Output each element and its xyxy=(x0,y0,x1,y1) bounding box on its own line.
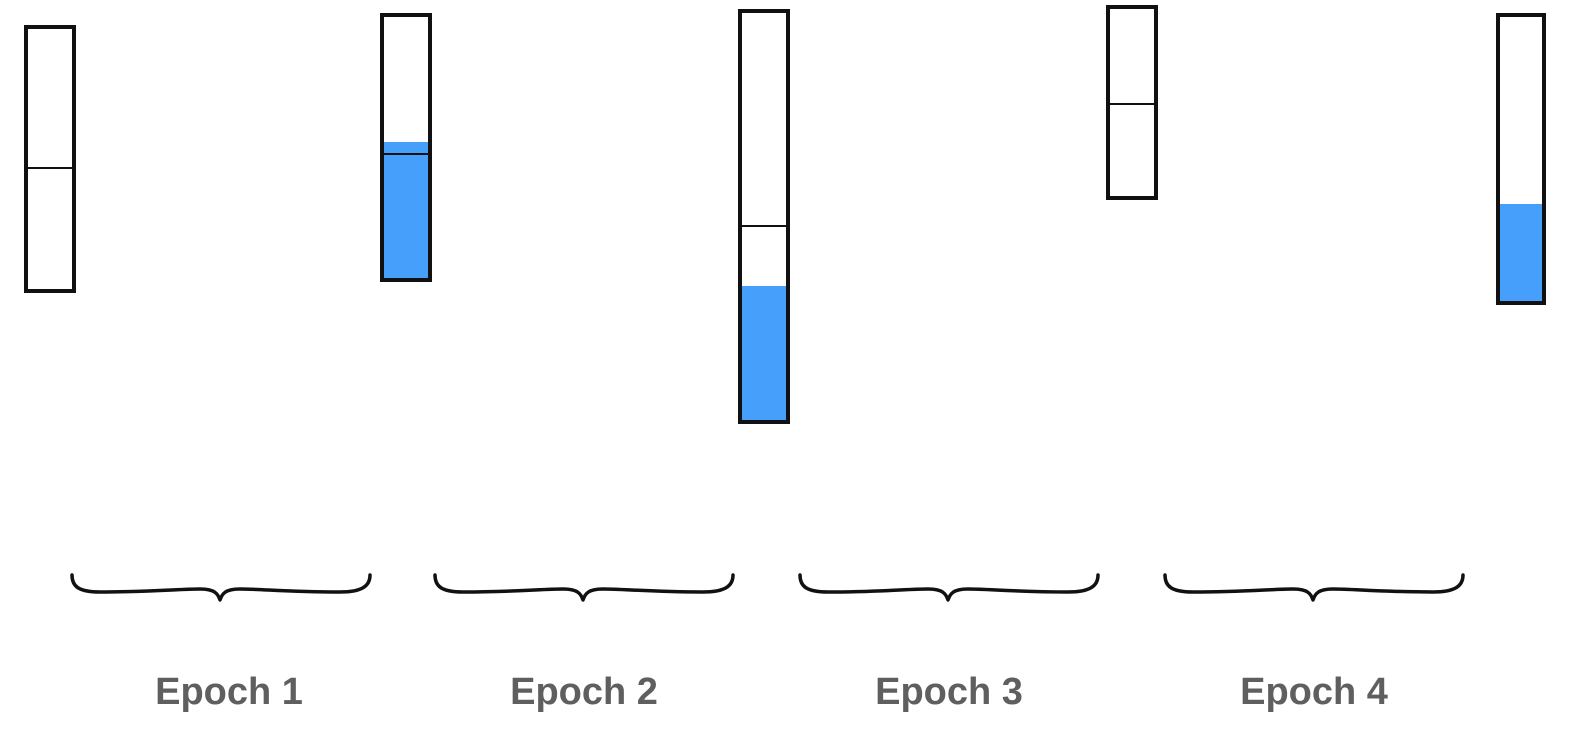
bucket-bar-2 xyxy=(380,13,432,282)
bucket-fill-5 xyxy=(1500,204,1542,301)
bucket-bar-3 xyxy=(738,9,790,424)
epoch-brace-1 xyxy=(70,573,372,602)
epoch-label-3: Epoch 3 xyxy=(875,671,1023,713)
epoch-brace-4 xyxy=(1163,573,1465,602)
bucket-bar-4 xyxy=(1106,5,1158,200)
epoch-brace-3 xyxy=(798,573,1100,602)
bucket-bar-1 xyxy=(24,25,76,293)
bucket-fill-3 xyxy=(742,285,786,420)
bucket-fill-2 xyxy=(384,142,428,278)
bucket-divider-2 xyxy=(384,152,428,155)
epoch-label-4: Epoch 4 xyxy=(1240,671,1388,713)
epoch-label-2: Epoch 2 xyxy=(510,671,658,713)
epoch-brace-2 xyxy=(433,573,735,602)
bucket-bar-5 xyxy=(1496,13,1546,305)
bucket-divider-4 xyxy=(1110,102,1154,105)
bucket-divider-3 xyxy=(742,224,786,227)
bucket-divider-1 xyxy=(28,166,72,169)
epoch-label-1: Epoch 1 xyxy=(155,671,303,713)
